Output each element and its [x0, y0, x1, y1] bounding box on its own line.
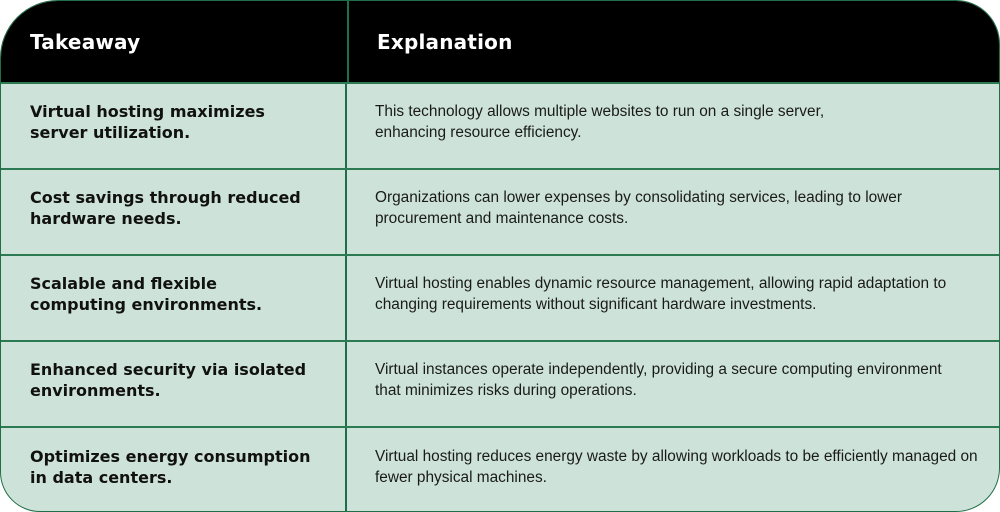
takeaway-cell: Cost savings through reduced hardware ne… — [1, 170, 345, 254]
table-row: Scalable and flexible computing environm… — [1, 254, 999, 340]
column-divider — [345, 428, 347, 511]
explanation-cell: This technology allows multiple websites… — [347, 84, 999, 168]
explanation-text: Virtual hosting enables dynamic resource… — [375, 275, 947, 313]
takeaway-text: Scalable and flexible computing environm… — [30, 274, 263, 314]
explanation-text: This technology allows multiple websites… — [375, 103, 825, 141]
table-row: Virtual hosting maximizes server utiliza… — [1, 82, 999, 168]
table-header: Takeaway Explanation — [1, 1, 999, 82]
header-explanation-label: Explanation — [377, 29, 513, 54]
column-divider — [345, 84, 347, 168]
explanation-text: Organizations can lower expenses by cons… — [375, 189, 902, 227]
explanation-cell: Virtual hosting reduces energy waste by … — [347, 428, 999, 511]
header-cell-takeaway: Takeaway — [1, 1, 347, 82]
explanation-text: Virtual hosting reduces energy waste by … — [375, 447, 978, 486]
explanation-cell: Organizations can lower expenses by cons… — [347, 170, 999, 254]
table-row: Enhanced security via isolated environme… — [1, 340, 999, 426]
takeaway-cell: Enhanced security via isolated environme… — [1, 342, 345, 426]
takeaway-cell: Optimizes energy consumption in data cen… — [1, 428, 345, 511]
takeaway-text: Cost savings through reduced hardware ne… — [30, 188, 301, 228]
table-row: Optimizes energy consumption in data cen… — [1, 426, 999, 511]
explanation-cell: Virtual hosting enables dynamic resource… — [347, 256, 999, 340]
takeaway-cell: Virtual hosting maximizes server utiliza… — [1, 84, 345, 168]
takeaway-text: Optimizes energy consumption in data cen… — [30, 446, 311, 487]
column-divider — [345, 342, 347, 426]
takeaway-text: Enhanced security via isolated environme… — [30, 360, 307, 400]
explanation-text: Virtual instances operate independently,… — [375, 361, 942, 399]
takeaway-text: Virtual hosting maximizes server utiliza… — [30, 102, 265, 142]
column-divider — [345, 256, 347, 340]
column-divider — [345, 170, 347, 254]
header-cell-explanation: Explanation — [349, 1, 999, 82]
table-row: Cost savings through reduced hardware ne… — [1, 168, 999, 254]
column-divider — [347, 1, 349, 82]
explanation-cell: Virtual instances operate independently,… — [347, 342, 999, 426]
takeaway-cell: Scalable and flexible computing environm… — [1, 256, 345, 340]
header-takeaway-label: Takeaway — [30, 29, 141, 54]
